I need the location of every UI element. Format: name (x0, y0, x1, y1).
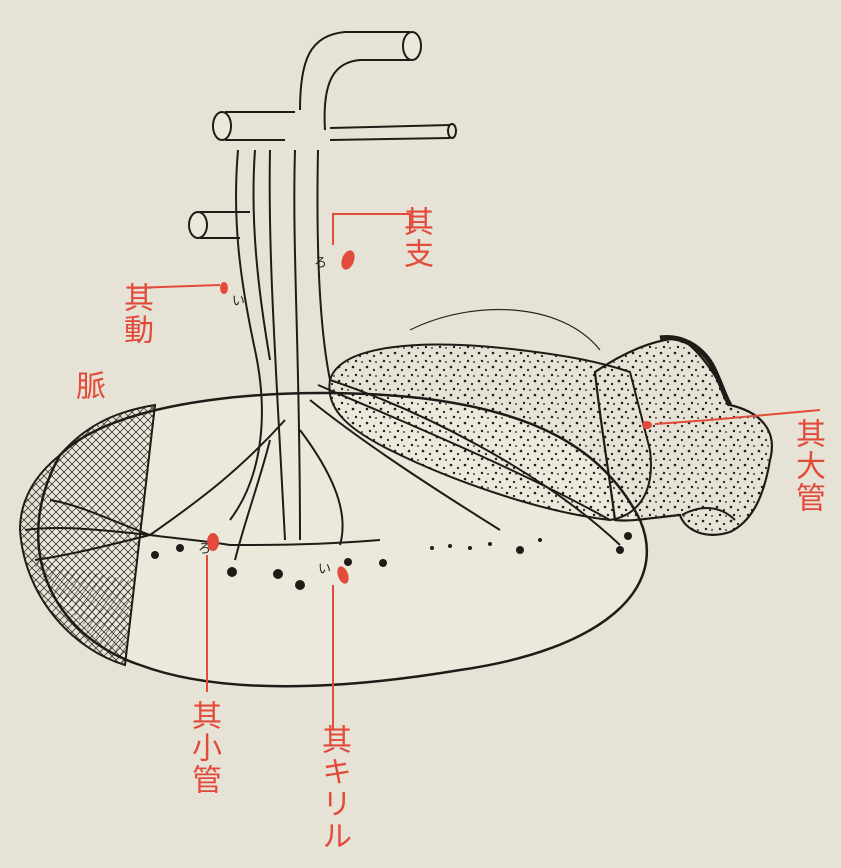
marker-ro-lower: ろ (198, 538, 211, 557)
label-artery: 其動 (118, 282, 152, 346)
marker-i-upper: い (232, 290, 245, 309)
marker-i-lower: い (318, 558, 331, 577)
label-small-duct: 其小管 (186, 700, 220, 796)
label-capillary: 其キリル (316, 724, 350, 852)
marker-ro-upper: ろ (314, 252, 327, 271)
label-artery-vessel: 脈 (70, 370, 104, 402)
label-large-duct: 其大管 (790, 418, 824, 514)
large-duct (595, 338, 772, 535)
label-branch: 其支 (398, 206, 432, 270)
